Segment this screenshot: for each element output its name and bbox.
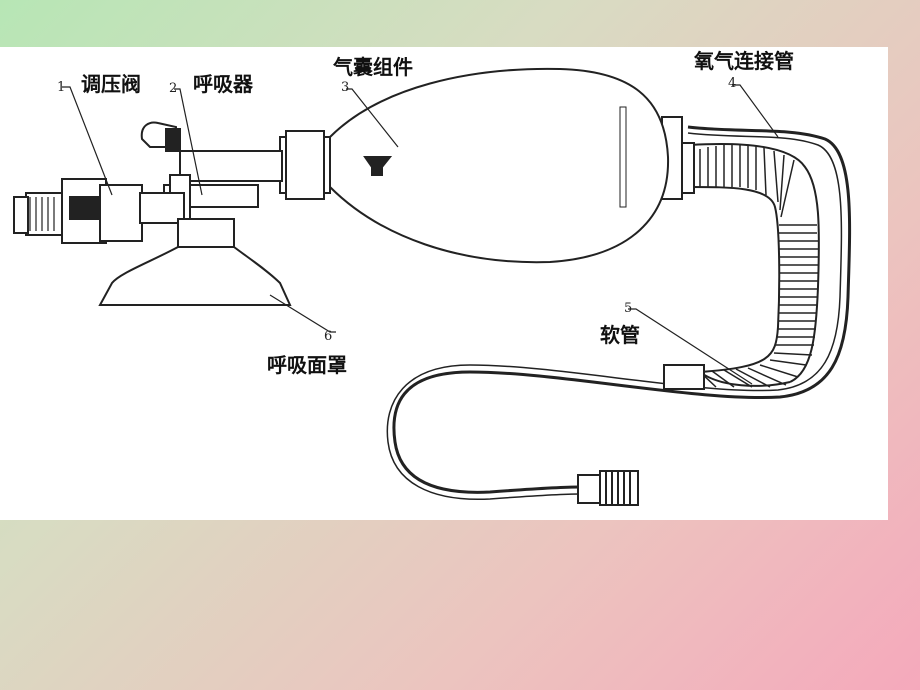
soft-tube-drawing bbox=[689, 143, 820, 383]
breathing-valve-drawing bbox=[179, 150, 283, 182]
resuscitator-diagram: 1 2 3 4 5 6 bbox=[13, 67, 852, 506]
diagram-panel: 1 2 3 4 5 6 调压阀 呼吸器 气囊组件 氧气连接管 软管 呼吸面罩 bbox=[0, 47, 888, 520]
callout-number-6: 6 bbox=[324, 329, 332, 344]
label-face-mask: 呼吸面罩 bbox=[267, 353, 347, 377]
callout-number-5: 5 bbox=[624, 301, 632, 316]
oxygen-tube-drawing bbox=[392, 125, 852, 494]
callout-number-4: 4 bbox=[728, 76, 736, 91]
label-breathing-valve: 呼吸器 bbox=[193, 72, 253, 96]
label-regulator-valve: 调压阀 bbox=[81, 72, 141, 96]
label-soft-tube: 软管 bbox=[600, 323, 640, 347]
air-bag-drawing bbox=[329, 67, 670, 264]
label-oxygen-tube: 氧气连接管 bbox=[694, 49, 794, 73]
callout-number-1: 1 bbox=[57, 80, 65, 95]
face-mask-drawing bbox=[98, 246, 292, 306]
label-air-bag: 气囊组件 bbox=[333, 55, 413, 79]
callout-number-3: 3 bbox=[341, 80, 349, 95]
callout-number-2: 2 bbox=[169, 81, 177, 96]
oxygen-connector-drawing bbox=[577, 474, 601, 504]
